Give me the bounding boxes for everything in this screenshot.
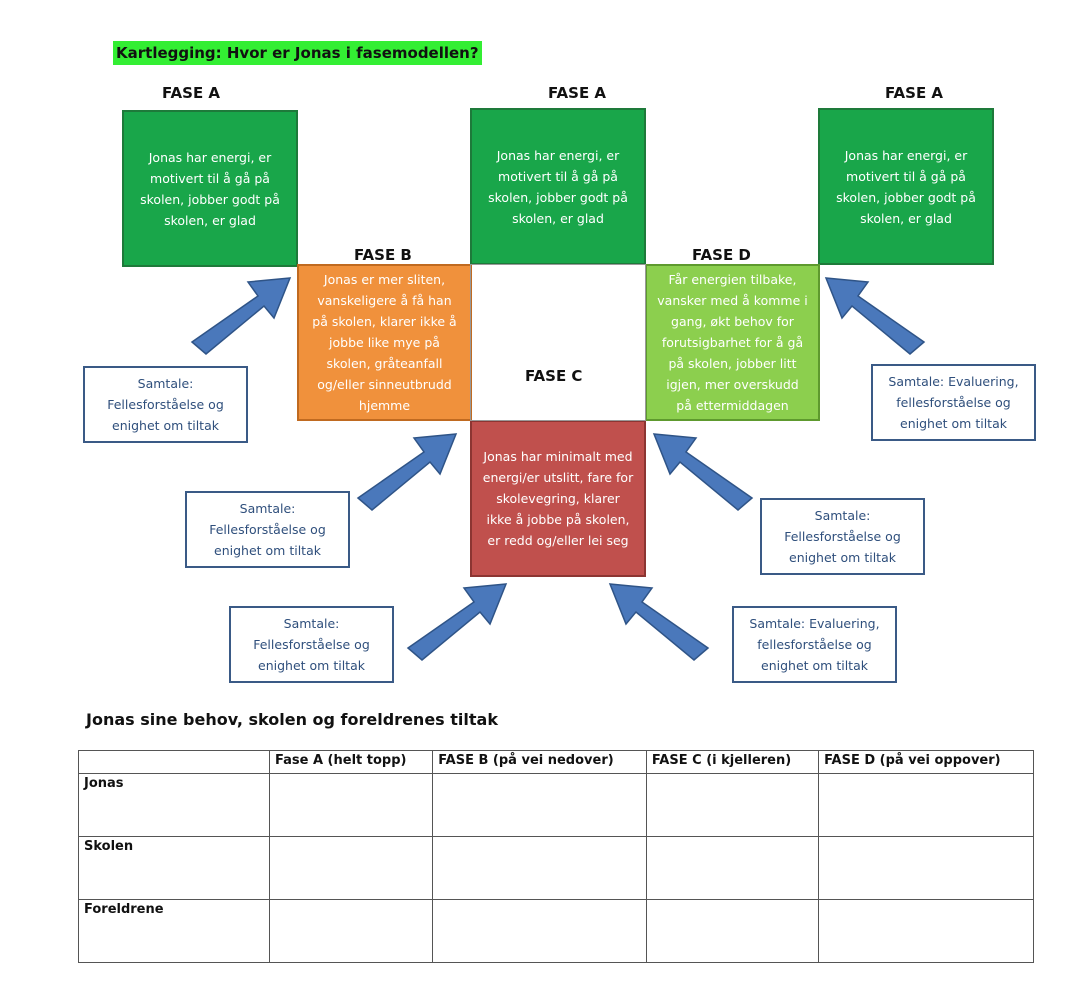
- fase-a-mid-text: Jonas har energi, er motivert til å gå p…: [488, 147, 628, 226]
- arrow-right-up-icon: [406, 583, 508, 661]
- table-cell[interactable]: [268, 836, 434, 900]
- page-title: Kartlegging: Hvor er Jonas i fasemodelle…: [113, 41, 482, 65]
- tiltak-table: Fase A (helt topp) FASE B (på vei nedove…: [78, 750, 1034, 963]
- fase-c-label: FASE C: [525, 367, 583, 385]
- table-row-head: Jonas: [78, 773, 270, 837]
- fase-a-mid-box: Jonas har energi, er motivert til å gå p…: [470, 108, 646, 265]
- table-row: Foreldrene: [78, 899, 1034, 963]
- fase-c-box: Jonas har minimalt med energi/er utslitt…: [470, 420, 646, 577]
- samtale-left-top: Samtale: Fellesforståelse og enighet om …: [83, 366, 248, 443]
- arrow-left-up-icon: [652, 433, 754, 511]
- samtale-left-mid-text: Samtale: Fellesforståelse og enighet om …: [209, 501, 326, 558]
- fase-a-left-label: FASE A: [162, 84, 221, 102]
- table-cell[interactable]: [818, 773, 1034, 837]
- table-cell[interactable]: [818, 836, 1034, 900]
- fase-a-right-text: Jonas har energi, er motivert til å gå p…: [836, 147, 976, 226]
- fase-a-left-text: Jonas har energi, er motivert til å gå p…: [140, 149, 280, 228]
- table-cell[interactable]: [432, 773, 647, 837]
- table-cell[interactable]: [268, 773, 434, 837]
- table-header-cell: [78, 750, 270, 774]
- arrow-left-up-icon: [824, 277, 926, 355]
- table-title: Jonas sine behov, skolen og foreldrenes …: [86, 710, 498, 729]
- table-cell[interactable]: [645, 836, 820, 900]
- table-cell[interactable]: [645, 899, 820, 963]
- samtale-right-top: Samtale: Evaluering, fellesforståelse og…: [871, 364, 1036, 441]
- samtale-left-bottom: Samtale: Fellesforståelse og enighet om …: [229, 606, 394, 683]
- table-header-cell: Fase A (helt topp): [268, 750, 434, 774]
- table-row-head: Foreldrene: [78, 899, 270, 963]
- samtale-right-mid-text: Samtale: Fellesforståelse og enighet om …: [784, 508, 901, 565]
- fase-d-box: Får energien tilbake, vansker med å komm…: [645, 264, 820, 421]
- fase-a-left-box: Jonas har energi, er motivert til å gå p…: [122, 110, 298, 267]
- samtale-left-top-text: Samtale: Fellesforståelse og enighet om …: [107, 376, 224, 433]
- arrow-left-up-icon: [608, 583, 710, 661]
- samtale-right-mid: Samtale: Fellesforståelse og enighet om …: [760, 498, 925, 575]
- samtale-left-mid: Samtale: Fellesforståelse og enighet om …: [185, 491, 350, 568]
- table-cell[interactable]: [645, 773, 820, 837]
- fase-a-right-box: Jonas har energi, er motivert til å gå p…: [818, 108, 994, 265]
- samtale-right-bottom-text: Samtale: Evaluering, fellesforståelse og…: [749, 616, 880, 673]
- samtale-left-bottom-text: Samtale: Fellesforståelse og enighet om …: [253, 616, 370, 673]
- arrow-right-up-icon: [190, 277, 292, 355]
- table-row: Skolen: [78, 836, 1034, 900]
- table-row: Jonas: [78, 773, 1034, 837]
- table-cell[interactable]: [432, 836, 647, 900]
- center-cell: [470, 264, 646, 421]
- fase-b-label: FASE B: [354, 246, 412, 264]
- table-cell[interactable]: [818, 899, 1034, 963]
- table-header-cell: FASE D (på vei oppover): [818, 750, 1034, 774]
- fase-a-right-label: FASE A: [885, 84, 944, 102]
- samtale-right-top-text: Samtale: Evaluering, fellesforståelse og…: [888, 374, 1019, 431]
- arrow-right-up-icon: [356, 433, 458, 511]
- fase-d-text: Får energien tilbake, vansker med å komm…: [657, 272, 808, 413]
- table-cell[interactable]: [268, 899, 434, 963]
- fase-b-box: Jonas er mer sliten, vanskeligere å få h…: [297, 264, 472, 421]
- table-header-cell: FASE B (på vei nedover): [432, 750, 647, 774]
- fase-a-mid-label: FASE A: [548, 84, 607, 102]
- table-header-row: Fase A (helt topp) FASE B (på vei nedove…: [78, 750, 1034, 774]
- samtale-right-bottom: Samtale: Evaluering, fellesforståelse og…: [732, 606, 897, 683]
- fase-d-label: FASE D: [692, 246, 751, 264]
- table-cell[interactable]: [432, 899, 647, 963]
- fase-b-text: Jonas er mer sliten, vanskeligere å få h…: [312, 272, 457, 413]
- fase-c-text: Jonas har minimalt med energi/er utslitt…: [482, 449, 634, 548]
- table-header-cell: FASE C (i kjelleren): [645, 750, 820, 774]
- table-row-head: Skolen: [78, 836, 270, 900]
